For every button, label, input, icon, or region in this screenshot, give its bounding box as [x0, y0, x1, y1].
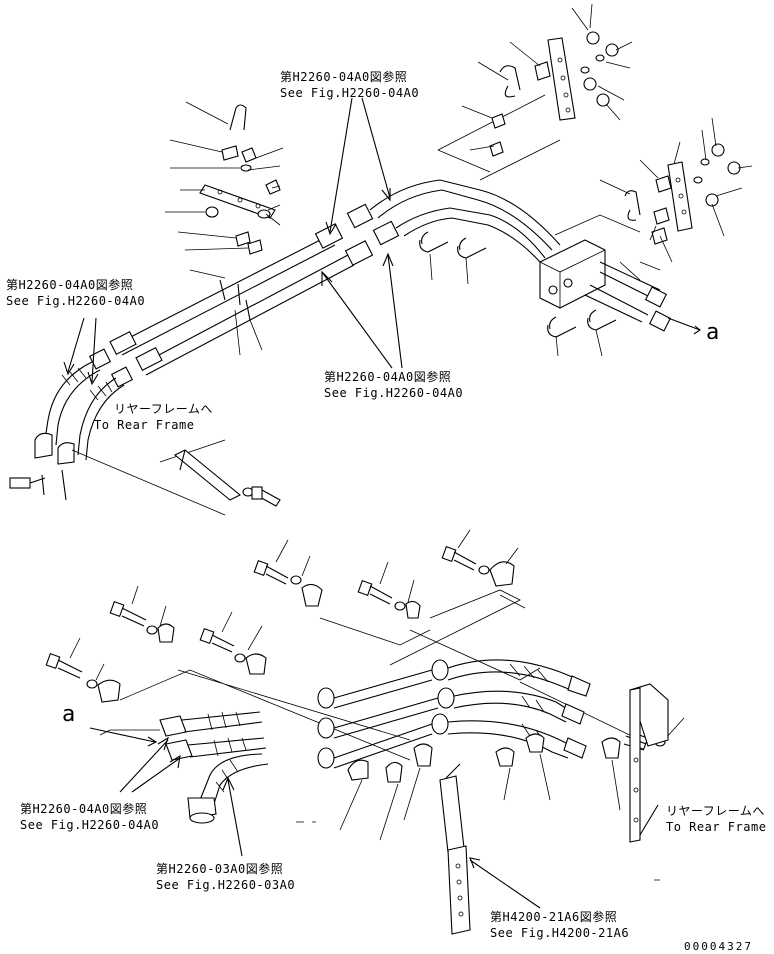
- callout-upper-left-jp: 第H2260-04A0図参照: [6, 278, 134, 292]
- callout-bottom-center-jp: 第H4200-21A6図参照: [490, 910, 618, 924]
- callout-upper-left-en: See Fig.H2260-04A0: [6, 294, 146, 308]
- callout-lower-center-jp: 第H2260-03A0図参照: [156, 862, 284, 876]
- callout-lower-left-jp: 第H2260-04A0図参照: [20, 802, 148, 816]
- drawing-number: 00004327: [684, 940, 753, 953]
- callout-rear-frame-lower-en: To Rear Frame: [666, 820, 767, 834]
- callout-rear-frame-upper-en: To Rear Frame: [94, 418, 195, 432]
- callout-lower-left-en: See Fig.H2260-04A0: [20, 818, 160, 832]
- callout-top-center-en: See Fig.H2260-04A0: [280, 86, 420, 100]
- marker-a-upper: a: [706, 320, 720, 345]
- callout-middle-center-en: See Fig.H2260-04A0: [324, 386, 464, 400]
- upper-hose-assembly: [9, 3, 753, 516]
- callout-top-center-jp: 第H2260-04A0図参照: [280, 70, 408, 84]
- callout-bottom-center-en: See Fig.H4200-21A6: [490, 926, 630, 940]
- callout-rear-frame-lower-jp: リヤーフレームへ: [666, 804, 765, 818]
- callout-rear-frame-upper-jp: リヤーフレームへ: [114, 402, 213, 416]
- bolts-left: [45, 545, 666, 751]
- lower-hose-assembly: [45, 529, 685, 935]
- callout-lower-center-en: See Fig.H2260-03A0: [156, 878, 296, 892]
- marker-a-lower: a: [62, 702, 76, 727]
- callout-middle-center-jp: 第H2260-04A0図参照: [324, 370, 452, 384]
